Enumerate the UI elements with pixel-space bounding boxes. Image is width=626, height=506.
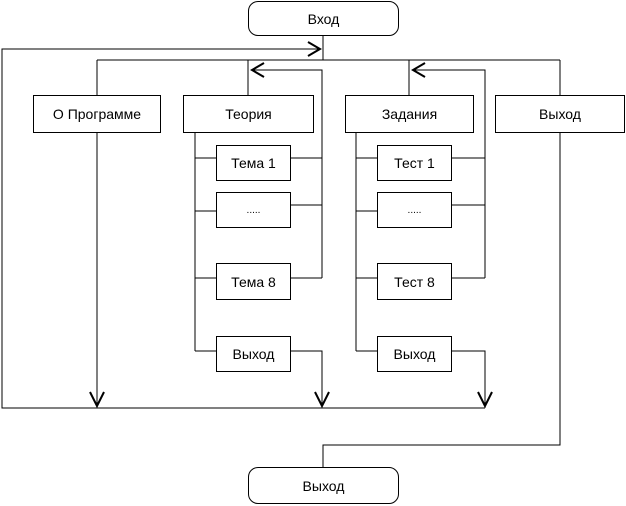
menu-theory-node: Теория [183,95,314,133]
theory-item-node: Выход [216,336,291,372]
task-item-node: Выход [377,336,452,372]
theory-item-node: ..... [216,192,291,228]
task-item-node: Тест 8 [377,263,452,300]
task-item-node: ..... [377,192,452,228]
start-label: Вход [307,10,340,27]
task-item-node: Тест 1 [377,145,452,181]
end-label: Выход [302,477,345,494]
theory-item-node: Тема 8 [216,263,291,300]
menu-exit-node: Выход [495,95,625,133]
end-node: Выход [248,467,399,504]
start-node: Вход [248,1,399,36]
menu-about-node: О Программе [33,95,161,133]
menu-tasks-node: Задания [345,95,474,133]
theory-item-node: Тема 1 [216,145,291,181]
